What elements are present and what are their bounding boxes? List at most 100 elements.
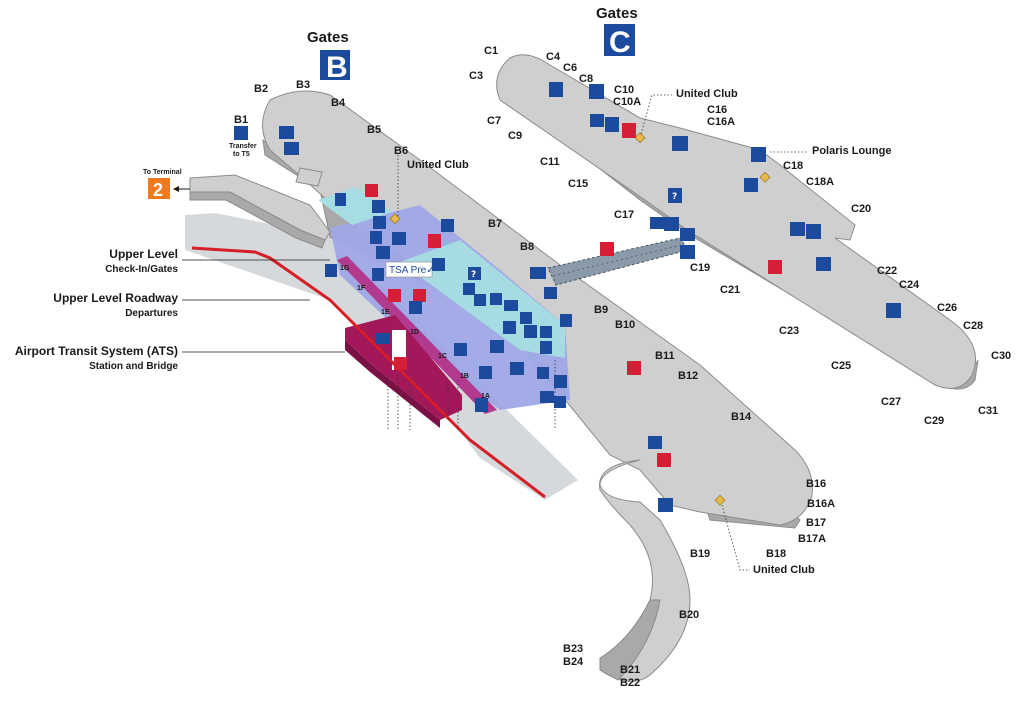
stairs-icon[interactable] xyxy=(474,294,486,306)
gate-label[interactable]: B3 xyxy=(296,79,310,91)
gate-label[interactable]: C18A xyxy=(806,176,834,188)
gate-label[interactable]: C11 xyxy=(540,156,560,168)
aed-icon[interactable] xyxy=(768,260,782,274)
pet-relief-icon[interactable] xyxy=(373,216,386,229)
gate-label[interactable]: C25 xyxy=(831,360,851,372)
restroom-icon[interactable] xyxy=(605,117,619,132)
gate-label[interactable]: B8 xyxy=(520,241,534,253)
gate-label[interactable]: C15 xyxy=(568,178,588,190)
family-restroom-icon[interactable] xyxy=(590,114,604,127)
restroom-icon[interactable] xyxy=(376,246,390,259)
gate-label[interactable]: C22 xyxy=(877,265,897,277)
gate-label[interactable]: B16 xyxy=(806,478,826,490)
gate-label[interactable]: B16A xyxy=(807,498,835,510)
restroom-icon[interactable] xyxy=(540,326,552,338)
aed-icon[interactable] xyxy=(388,289,401,302)
gate-label[interactable]: C1 xyxy=(484,45,498,57)
escalator-icon[interactable] xyxy=(392,232,406,245)
wheelchair-icon[interactable] xyxy=(325,264,337,277)
wheelchair-icon[interactable] xyxy=(475,398,488,412)
aed-icon[interactable] xyxy=(394,357,407,370)
terminal-2-badge[interactable] xyxy=(148,178,170,199)
nursing-room-icon[interactable] xyxy=(540,341,552,354)
restroom-icon[interactable] xyxy=(806,224,821,239)
gate-label[interactable]: B18 xyxy=(766,548,786,560)
restroom-icon[interactable] xyxy=(510,362,524,375)
wheelchair-icon[interactable] xyxy=(370,231,382,244)
gate-label[interactable]: B20 xyxy=(679,609,699,621)
gate-label[interactable]: C19 xyxy=(690,262,710,274)
restroom-icon[interactable] xyxy=(490,293,502,305)
gate-label[interactable]: B24 xyxy=(563,656,584,668)
gate-label[interactable]: B10 xyxy=(615,319,635,331)
pet-relief-icon[interactable] xyxy=(537,367,549,379)
gate-label[interactable]: C21 xyxy=(720,284,740,296)
gate-label[interactable]: C16 xyxy=(707,104,727,116)
gate-label[interactable]: C9 xyxy=(508,130,522,142)
gate-label[interactable]: B6 xyxy=(394,145,408,157)
restroom-icon[interactable] xyxy=(658,498,673,512)
aed-icon[interactable] xyxy=(413,289,426,302)
escalator-icon[interactable] xyxy=(372,268,384,281)
gate-label[interactable]: B12 xyxy=(678,370,698,382)
gate-label[interactable]: C27 xyxy=(881,396,901,408)
restroom-icon[interactable] xyxy=(524,325,537,338)
gate-label[interactable]: B19 xyxy=(690,548,710,560)
atm-icon[interactable] xyxy=(504,300,518,311)
gate-label[interactable]: B5 xyxy=(367,124,381,136)
elevator-icon[interactable] xyxy=(744,178,758,192)
elevator-icon[interactable] xyxy=(335,193,346,206)
stairs-icon[interactable] xyxy=(530,267,546,279)
nursing-room-icon[interactable] xyxy=(463,283,475,295)
gate-label[interactable]: C6 xyxy=(563,62,577,74)
info-icon[interactable] xyxy=(468,267,481,280)
restroom-icon[interactable] xyxy=(549,82,563,97)
gate-label[interactable]: C3 xyxy=(469,70,483,82)
elevator-icon[interactable] xyxy=(503,321,516,334)
elevator-icon[interactable] xyxy=(454,343,467,356)
gate-label[interactable]: B2 xyxy=(254,83,268,95)
gate-label[interactable]: C30 xyxy=(991,350,1011,362)
aed-icon[interactable] xyxy=(622,123,636,138)
gate-label[interactable]: C20 xyxy=(851,203,871,215)
aed-icon[interactable] xyxy=(428,234,441,248)
gate-label[interactable]: C31 xyxy=(978,405,998,417)
gate-label[interactable]: C7 xyxy=(487,115,501,127)
family-restroom-icon[interactable] xyxy=(790,222,805,236)
wheelchair-icon[interactable] xyxy=(560,314,572,327)
gate-label[interactable]: C29 xyxy=(924,415,944,427)
gate-label[interactable]: B23 xyxy=(563,643,583,655)
united-club-b6-marker[interactable] xyxy=(389,213,401,225)
restroom-icon[interactable] xyxy=(284,142,299,155)
escalator-icon[interactable] xyxy=(479,366,492,379)
stairs-icon[interactable] xyxy=(650,217,665,229)
gate-label[interactable]: B21 xyxy=(620,664,640,676)
family-restroom-icon[interactable] xyxy=(279,126,294,139)
info-icon[interactable] xyxy=(668,188,682,203)
elevator-icon[interactable] xyxy=(554,375,567,388)
gate-label[interactable]: C26 xyxy=(937,302,957,314)
escalator-icon[interactable] xyxy=(432,258,445,271)
gate-label[interactable]: B1 xyxy=(234,114,248,126)
restroom-icon[interactable] xyxy=(520,312,532,324)
aed-icon[interactable] xyxy=(627,361,641,375)
gate-label[interactable]: C8 xyxy=(579,73,593,85)
stairs-icon[interactable] xyxy=(372,200,385,213)
gate-label[interactable]: B11 xyxy=(655,350,675,362)
restroom-icon[interactable] xyxy=(648,436,662,449)
gate-label[interactable]: B7 xyxy=(488,218,502,230)
restroom-icon[interactable] xyxy=(490,340,504,353)
aed-icon[interactable] xyxy=(600,242,614,256)
elevator-icon[interactable] xyxy=(441,219,454,232)
escalator-icon[interactable] xyxy=(544,287,557,299)
gate-label[interactable]: C28 xyxy=(963,320,983,332)
united-club-c10-marker[interactable] xyxy=(634,132,646,144)
elevator-icon[interactable] xyxy=(680,245,695,259)
gate-label[interactable]: C23 xyxy=(779,325,799,337)
polaris-lounge-marker[interactable] xyxy=(759,171,771,183)
aed-icon[interactable] xyxy=(657,453,671,467)
elevator-icon[interactable] xyxy=(409,301,422,314)
gate-label[interactable]: C16A xyxy=(707,116,735,128)
nursing-room-icon[interactable] xyxy=(751,147,766,162)
gate-label[interactable]: B4 xyxy=(331,97,346,109)
